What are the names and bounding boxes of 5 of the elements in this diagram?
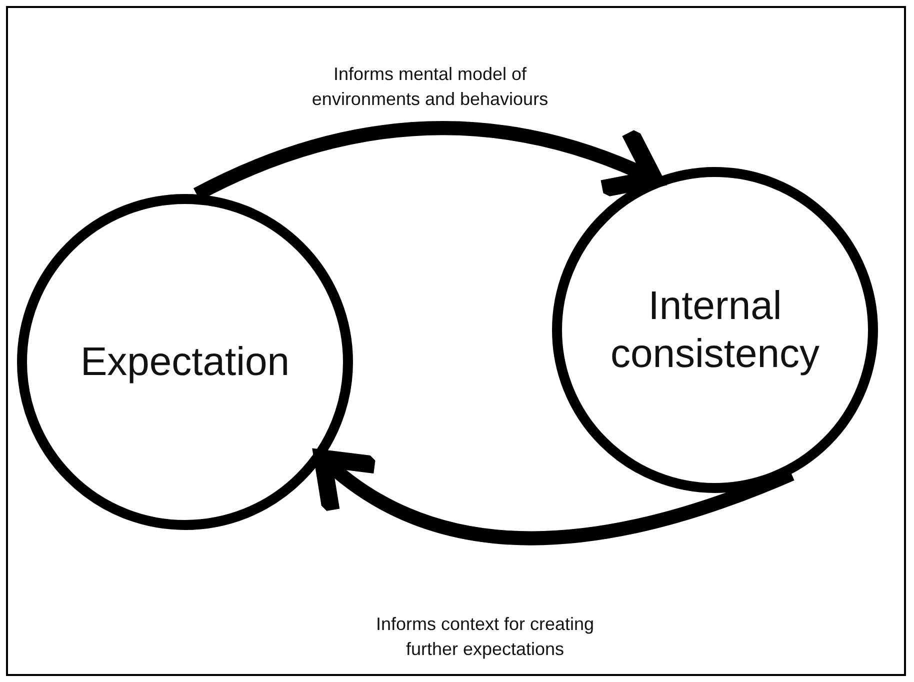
node-label: Internal consistency bbox=[610, 282, 820, 378]
circle-node bbox=[17, 194, 353, 530]
node-label: Expectation bbox=[80, 338, 290, 386]
circle-node bbox=[552, 167, 878, 493]
arrow bbox=[314, 450, 794, 545]
